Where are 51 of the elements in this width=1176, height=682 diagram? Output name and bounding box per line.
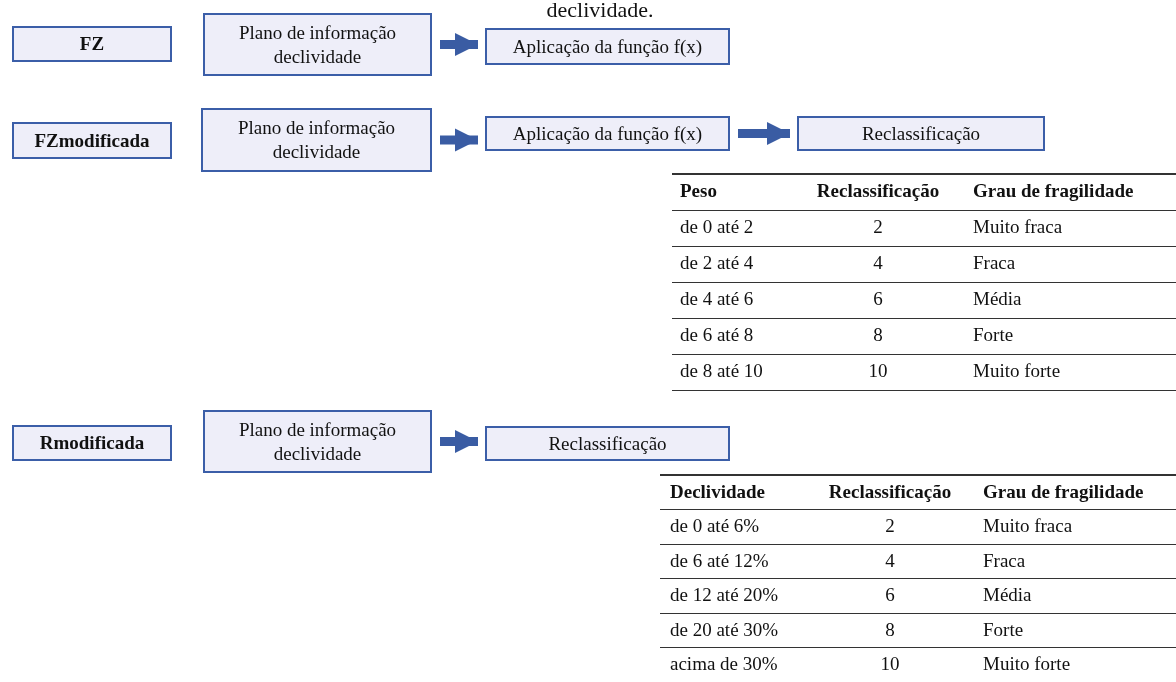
table-cell: de 6 até 8 [680, 323, 754, 347]
column-header: Grau de fragilidade [983, 480, 1144, 504]
table-cell: de 0 até 6% [670, 514, 760, 538]
table-cell: Forte [983, 617, 1024, 642]
column-header: Reclassificação [815, 179, 941, 203]
table-cell-text: 2 [884, 514, 896, 538]
process-box: Plano de informação declividade [201, 108, 432, 172]
table-cell: Muito forte [973, 359, 1061, 383]
table-cell: Média [973, 287, 1022, 311]
block-arrow [738, 121, 790, 146]
table-cell-text: 8 [872, 323, 884, 347]
process-box: Reclassificação [797, 116, 1045, 151]
table-cell-text: 10 [879, 652, 901, 676]
process-box: Plano de informação declividade [203, 13, 432, 76]
column-header: Reclassificação [827, 480, 953, 504]
table-cell: acima de 30% [670, 652, 778, 676]
table-cell: de 0 até 2 [680, 215, 754, 239]
title-box: Rmodificada [12, 425, 172, 461]
table-cell-text: 4 [872, 251, 884, 275]
block-arrow [440, 128, 478, 152]
table-cell: Forte [973, 323, 1014, 347]
table-cell: Fraca [983, 548, 1026, 573]
process-box: Plano de informação declividade [203, 410, 432, 473]
table-cell-text: 4 [884, 548, 896, 573]
table-cell: Muito forte [983, 652, 1071, 676]
process-box: Aplicação da função f(x) [485, 116, 730, 151]
table-cell-text: 8 [884, 617, 896, 642]
table-cell: Média [983, 583, 1032, 607]
table-cell-text: 2 [872, 215, 884, 239]
column-header: Peso [680, 179, 717, 203]
column-header: Declividade [670, 480, 765, 504]
block-arrow [440, 32, 478, 57]
title-box: FZmodificada [12, 122, 172, 159]
table-cell-text: 10 [867, 359, 889, 383]
column-header: Grau de fragilidade [973, 179, 1134, 203]
table-cell: de 2 até 4 [680, 251, 754, 275]
table-cell: Muito fraca [983, 514, 1073, 538]
block-arrow [440, 429, 478, 454]
process-box: Reclassificação [485, 426, 730, 461]
table-cell: Muito fraca [973, 215, 1063, 239]
table-cell: de 4 até 6 [680, 287, 754, 311]
title-box: FZ [12, 26, 172, 62]
table-cell: de 6 até 12% [670, 548, 769, 573]
table-cell: de 8 até 10 [680, 359, 763, 383]
table-cell-text: 6 [884, 583, 896, 607]
table-cell: Fraca [973, 251, 1016, 275]
table-cell: de 20 até 30% [670, 617, 779, 642]
process-box: Aplicação da função f(x) [485, 28, 730, 65]
table-cell: de 12 até 20% [670, 583, 779, 607]
table-cell-text: 6 [872, 287, 884, 311]
heading-text: declividade. [545, 0, 655, 22]
